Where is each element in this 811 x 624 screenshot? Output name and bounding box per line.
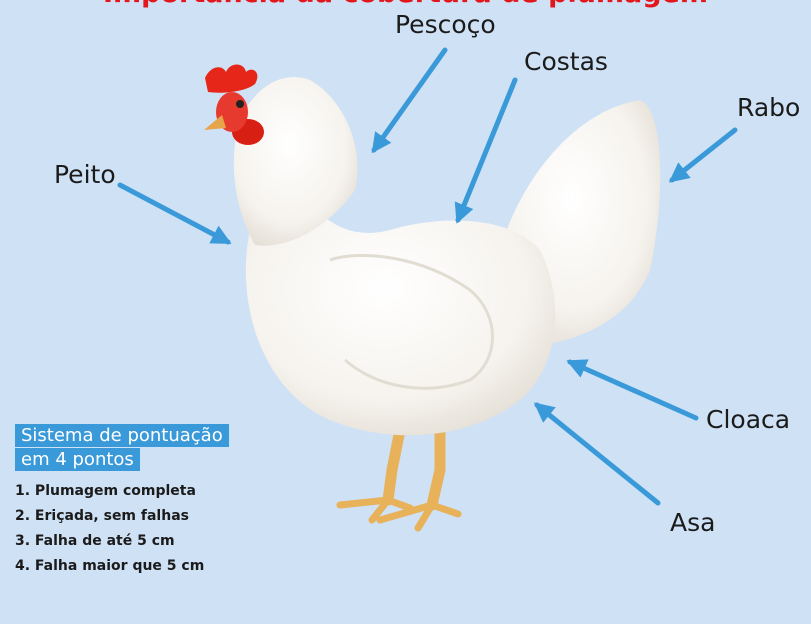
hen-legs [336,424,462,532]
label-asa: Asa [670,508,716,537]
hen-illustration [204,64,661,532]
hen-eye [236,100,244,108]
label-arrows [117,47,738,506]
scoring-title-line1: Sistema de pontuação [15,424,229,447]
scoring-item-2: 2. Eriçada, sem falhas [15,508,189,524]
scoring-list: 1. Plumagem completa 2. Eriçada, sem fal… [15,479,229,579]
hen-beak [204,115,226,130]
hen-neck [233,76,358,246]
scoring-item-4: 4. Falha maior que 5 cm [15,558,205,574]
scoring-item-3: 3. Falha de até 5 cm [15,533,175,549]
label-pescoco: Pescoço [395,10,496,39]
arrow-costas [454,77,518,224]
arrow-rabo [668,127,738,183]
arrow-peito [117,182,232,245]
label-costas: Costas [524,47,608,76]
hen-wing [329,253,494,390]
arrow-cloaca [566,359,699,421]
scoring-item-1: 1. Plumagem completa [15,483,196,499]
label-peito: Peito [54,160,116,189]
arrow-pescoco [371,47,448,154]
scoring-system: Sistema de pontuação em 4 pontos 1. Plum… [15,424,229,579]
arrow-asa [533,402,661,506]
page-title: Importância da cobertura de plumagem [0,0,811,9]
hen-comb [205,64,258,93]
label-rabo: Rabo [737,93,801,122]
label-cloaca: Cloaca [706,405,791,434]
scoring-title-line2: em 4 pontos [15,448,140,471]
